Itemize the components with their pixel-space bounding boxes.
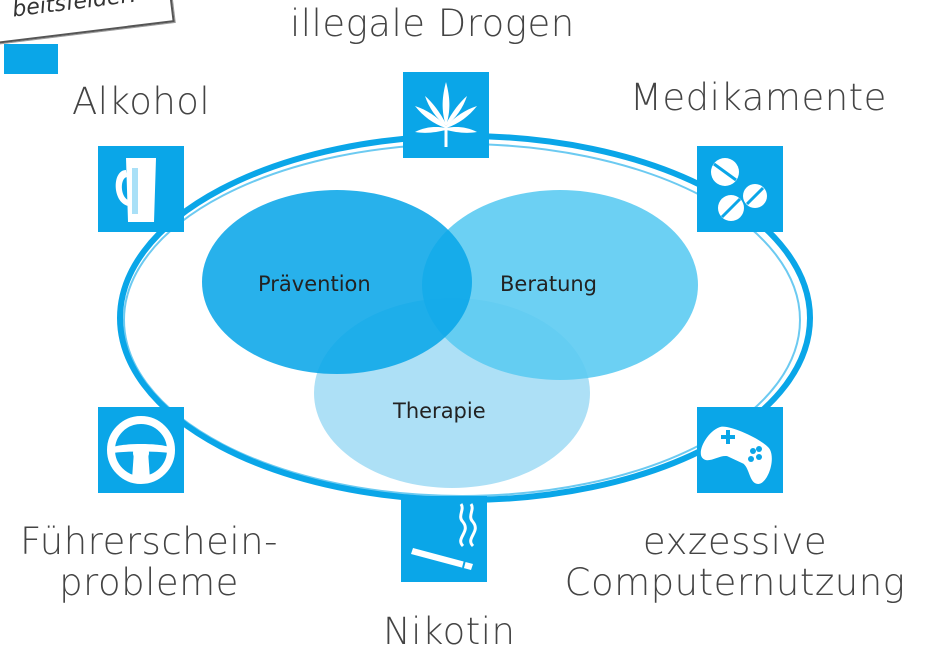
label-alcohol: Alkohol [72, 80, 211, 123]
label-computer: exzessive Computernutzung [555, 520, 915, 604]
beer-mug-icon [115, 158, 156, 222]
label-computer-line1: exzessive [642, 520, 828, 563]
label-driving-license-line2: probleme [59, 560, 239, 604]
pills-icon [711, 158, 767, 221]
venn-label-therapy: Therapie [393, 399, 486, 423]
label-illegal-drugs: illegale Drogen [290, 2, 575, 45]
label-driving-license-line1: Führerschein- [20, 520, 278, 563]
label-medication: Medikamente [630, 76, 887, 119]
tile-alcohol [98, 146, 184, 232]
steering-wheel-icon [107, 416, 175, 484]
venn-circle-prevention [202, 190, 472, 374]
tile-illegal-drugs [403, 72, 489, 158]
note-accent-block [4, 44, 58, 74]
gamepad-icon [700, 426, 772, 484]
tile-medication [697, 146, 783, 232]
label-driving-license: Führerschein- probleme [14, 520, 284, 604]
label-nicotine: Nikotin [383, 610, 516, 653]
cigarette-icon [411, 503, 477, 570]
tile-nicotine [401, 496, 487, 582]
cannabis-leaf-icon [415, 82, 477, 147]
tile-computer [697, 407, 783, 493]
venn-label-counseling: Beratung [500, 272, 598, 296]
venn-label-prevention: Prävention [258, 272, 371, 296]
label-computer-line2: Computernutzung [564, 560, 906, 604]
tile-driving-license [98, 407, 184, 493]
venn-circle-counseling [422, 190, 698, 380]
